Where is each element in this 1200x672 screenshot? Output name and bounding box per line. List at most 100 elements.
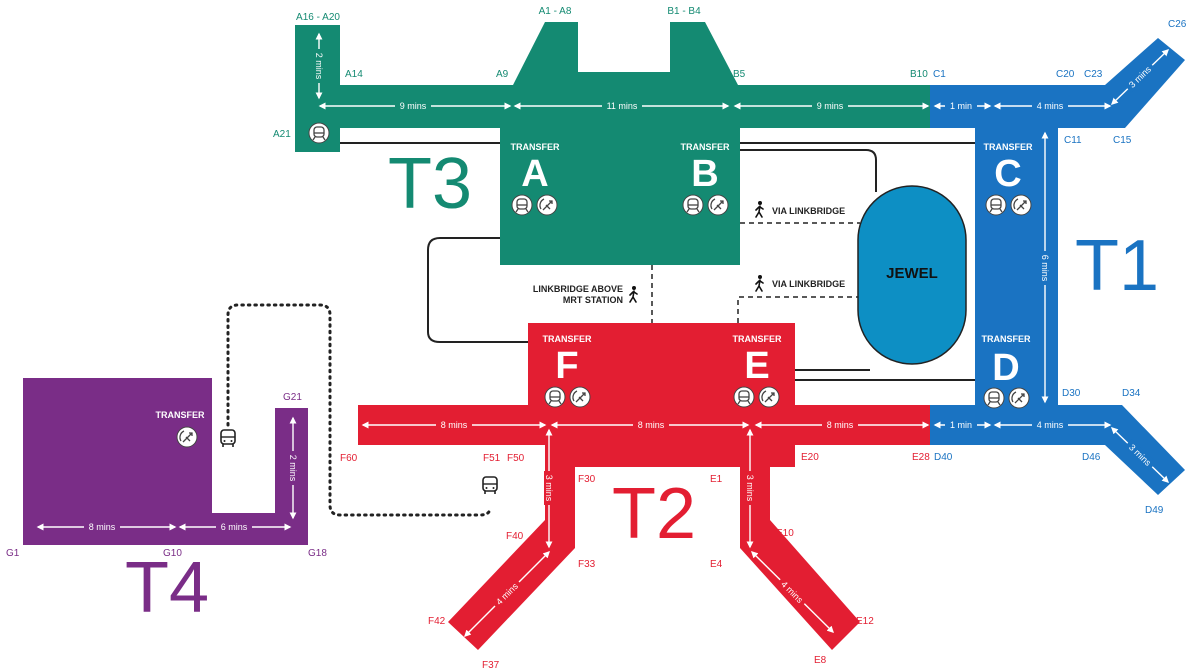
gate-label: F33	[578, 559, 596, 570]
train-icon	[733, 386, 755, 408]
walking-person-icon	[755, 274, 764, 292]
plane-icon	[1008, 387, 1030, 409]
transfer-letter: B	[691, 153, 718, 195]
gate-label: F60	[340, 453, 358, 464]
duration-label: 6 mins	[221, 522, 248, 532]
gate-label: F50	[507, 453, 525, 464]
gate-label: E28	[912, 452, 930, 463]
gate-labels: A16 - A20 A14 A9 A1 - A8 B1 - B4 B5 B10 …	[6, 6, 1187, 671]
duration-label: 4 mins	[1037, 101, 1064, 111]
connector-lines	[226, 142, 975, 517]
gate-label: G18	[308, 548, 327, 559]
train-icon	[511, 194, 533, 216]
gate-label: F40	[506, 531, 524, 542]
mrt-linkbridge-line2: MRT STATION	[563, 295, 623, 305]
walking-person-icon	[755, 200, 764, 218]
gate-label: A14	[345, 69, 363, 80]
duration-label: 8 mins	[441, 420, 468, 430]
transfer-label: TRANSFER	[982, 334, 1031, 344]
gate-label: G21	[283, 392, 302, 403]
jewel-building: JEWEL	[857, 185, 967, 365]
terminal-3-label: T3	[388, 144, 472, 224]
terminal-1-label: T1	[1075, 226, 1159, 306]
gate-label: C15	[1113, 135, 1132, 146]
duration-label: 11 mins	[607, 101, 638, 111]
train-icon	[983, 387, 1005, 409]
gate-label: C20	[1056, 69, 1075, 80]
duration-label: 3 mins	[745, 475, 755, 502]
transfer-b: TRANSFER B	[681, 142, 730, 216]
gate-label: C11	[1064, 135, 1082, 146]
transfer-label: TRANSFER	[511, 142, 560, 152]
plane-icon	[707, 194, 729, 216]
gate-label: F37	[482, 660, 500, 671]
transfer-letter: C	[994, 153, 1021, 195]
transfer-label: TRANSFER	[733, 334, 782, 344]
duration-label: 8 mins	[89, 522, 116, 532]
gate-label: E12	[856, 616, 874, 627]
gate-label: C1	[933, 69, 946, 80]
gate-label: E20	[801, 452, 819, 463]
transfer-a: TRANSFER A	[511, 142, 560, 216]
gate-label: D40	[934, 452, 953, 463]
gate-label: E8	[814, 655, 827, 666]
plane-icon	[536, 194, 558, 216]
gate-label: B10	[910, 69, 928, 80]
gate-label: E10	[776, 528, 794, 539]
gate-label: B5	[733, 69, 746, 80]
terminal-3-concourse	[295, 22, 930, 265]
terminal-4-concourse	[23, 378, 308, 545]
terminal-2-label: T2	[612, 474, 696, 554]
mrt-linkbridge-line1: LINKBRIDGE ABOVE	[533, 284, 623, 294]
plane-icon	[569, 386, 591, 408]
transfer-label: TRANSFER	[156, 410, 205, 420]
plane-icon	[1010, 194, 1032, 216]
transfer-label: TRANSFER	[681, 142, 730, 152]
duration-label: 4 mins	[1037, 420, 1064, 430]
train-icon	[544, 386, 566, 408]
bus-icon	[482, 476, 498, 495]
transfer-t4: TRANSFER	[156, 410, 205, 448]
gate-label: E4	[710, 559, 723, 570]
terminal-1-concourse	[930, 38, 1185, 495]
via-linkbridge-label: VIA LINKBRIDGE	[772, 206, 845, 216]
gate-label: C26	[1168, 19, 1187, 30]
walking-person-icon	[629, 285, 638, 303]
gate-label: F42	[428, 616, 446, 627]
transfer-label: TRANSFER	[984, 142, 1033, 152]
duration-label: 9 mins	[400, 101, 427, 111]
via-linkbridge-label: VIA LINKBRIDGE	[772, 279, 845, 289]
gate-label: C23	[1084, 69, 1103, 80]
terminal-4-label: T4	[125, 548, 209, 628]
gate-label: G1	[6, 548, 20, 559]
train-icon	[985, 194, 1007, 216]
gate-label: G10	[163, 548, 182, 559]
gate-label: A1 - A8	[539, 6, 572, 17]
gate-label: A9	[496, 69, 509, 80]
gate-label: D49	[1145, 505, 1164, 516]
duration-label: 8 mins	[827, 420, 854, 430]
duration-label: 9 mins	[817, 101, 844, 111]
gate-label: B1 - B4	[667, 6, 701, 17]
transfer-e: TRANSFER E	[733, 334, 782, 408]
transfer-label: TRANSFER	[543, 334, 592, 344]
duration-label: 2 mins	[314, 53, 324, 80]
gate-label: A16 - A20	[296, 12, 340, 23]
duration-label: 8 mins	[638, 420, 665, 430]
gate-label: F30	[578, 474, 596, 485]
bus-icon	[220, 429, 236, 448]
transfer-letter: D	[992, 347, 1019, 389]
duration-label: 1 min	[950, 101, 972, 111]
duration-label: 2 mins	[288, 455, 298, 482]
plane-icon	[758, 386, 780, 408]
train-icon	[682, 194, 704, 216]
gate-label: A21	[273, 129, 291, 140]
plane-icon	[176, 426, 198, 448]
duration-label: 1 min	[950, 420, 972, 430]
transfer-f: TRANSFER F	[543, 334, 592, 408]
train-icon-a21	[308, 122, 330, 144]
transfer-letter: E	[744, 345, 769, 387]
transfer-letter: A	[521, 153, 548, 195]
gate-label: F51	[483, 453, 501, 464]
duration-label: 6 mins	[1040, 255, 1050, 282]
